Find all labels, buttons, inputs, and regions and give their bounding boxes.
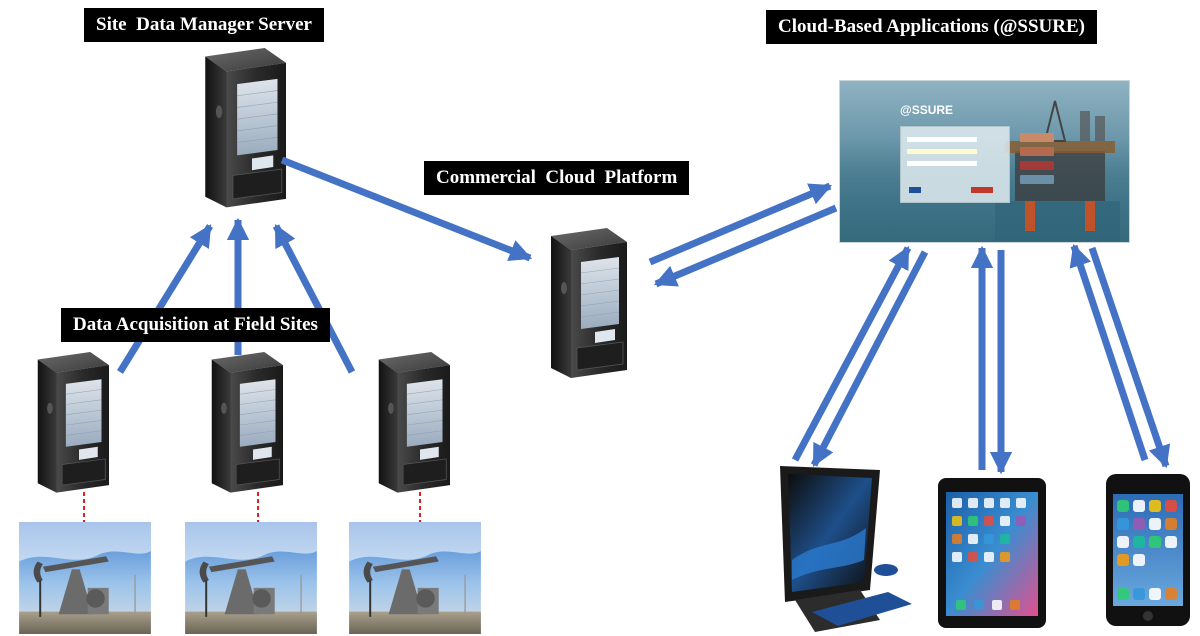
arrow-field3-to-site [272,224,356,374]
field-server-1-icon [37,352,110,494]
site-data-manager-server-icon [204,48,287,208]
menu-button-2 [1020,147,1054,156]
site-data-manager-server-label: Site Data Manager Server [84,8,324,42]
field-links [83,492,421,524]
ssure-app-screenshot: @SSURE [839,80,1130,243]
tablet-icon [938,478,1046,628]
desktop-computer-icon [780,466,912,632]
app-title: @SSURE [900,103,954,117]
register-button [971,187,993,193]
smartphone-icon [1106,474,1190,626]
arrow-apps-to-cloud [653,204,838,288]
arrows [117,156,1171,475]
arrow-app-to-desktop [810,250,929,467]
extra-field [907,161,977,166]
data-acquisition-field-sites-label: Data Acquisition at Field Sites [61,308,330,342]
arrow-field1-to-site [117,224,213,374]
pumpjack-photo-1 [17,522,153,634]
pumpjack-photo-3 [347,522,483,634]
arrow-site-to-cloud [280,156,533,262]
login-button [909,187,921,193]
password-field [907,149,977,154]
field-server-3-icon [378,352,451,494]
arrow-cloud-to-apps [648,182,833,266]
pumpjack-photo-2 [183,522,319,634]
cloud-based-applications-label: Cloud-Based Applications (@SSURE) [766,10,1097,44]
menu-button-1 [1020,133,1054,142]
field-server-2-icon [211,352,284,494]
username-field [907,137,977,142]
menu-button-3 [1020,161,1054,170]
arrow-app-to-phone [1088,246,1171,469]
arrow-phone-to-app [1069,243,1149,462]
login-panel [900,126,1010,203]
arrow-desktop-to-app [791,246,912,462]
cloud-platform-server-icon [550,228,628,379]
commercial-cloud-platform-label: Commercial Cloud Platform [424,161,690,195]
menu-button-4 [1020,175,1054,184]
